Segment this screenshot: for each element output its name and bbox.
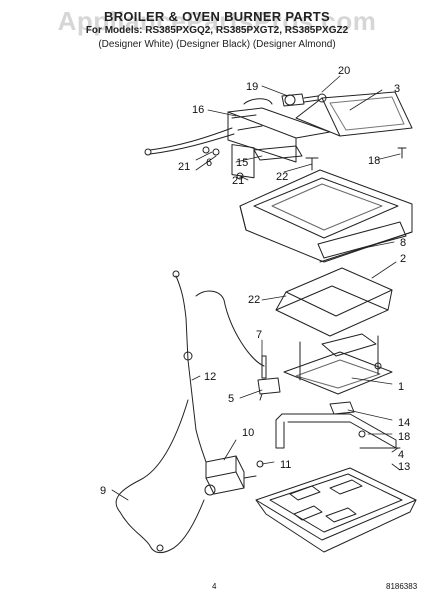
callout-12: 12: [204, 371, 216, 383]
callout-6: 6: [206, 157, 212, 169]
callout-20: 20: [338, 65, 350, 77]
callout-13: 13: [398, 461, 410, 473]
page-number: 4: [212, 582, 217, 591]
color-variants: (Designer White) (Designer Black) (Desig…: [98, 39, 336, 50]
callout-11: 11: [280, 459, 291, 471]
part-gas-valve: [204, 455, 264, 496]
part-oven-bottom: [239, 169, 413, 263]
callout-18b: 18: [398, 431, 410, 443]
callout-18a: 18: [368, 155, 380, 167]
callout-7: 7: [256, 329, 262, 341]
callout-21a: 21: [178, 161, 190, 173]
callout-16: 16: [192, 104, 204, 116]
callout-21b: 21: [232, 175, 244, 187]
watermark: AppliancePartsPros.com: [57, 6, 377, 36]
callout-9: 9: [100, 485, 106, 497]
part-burner-tray: [255, 467, 417, 553]
callout-15: 15: [236, 157, 248, 169]
part-oven-burner: [283, 333, 393, 395]
leader-lines: [111, 75, 401, 501]
part-broiler-burner: [227, 98, 331, 179]
callout-10: 10: [242, 427, 254, 439]
part-long-tubing: [115, 399, 205, 554]
callout-5: 5: [228, 393, 234, 405]
callout-14: 14: [398, 417, 410, 429]
callout-1: 1: [398, 381, 404, 393]
part-code: 8186383: [386, 582, 418, 591]
callout-4: 4: [398, 449, 404, 461]
callout-22a: 22: [276, 171, 288, 183]
callout-numbers: 3 20 19 16 21 6 15 21 22 18 8 2 22 7 12 …: [100, 65, 410, 497]
part-baffle: [275, 267, 393, 337]
part-burner-tube: [275, 401, 401, 449]
part-gas-tubing: [172, 270, 207, 463]
callout-22b: 22: [248, 294, 260, 306]
part-broiler-shield: [295, 91, 413, 137]
part-safety-valve: [195, 290, 281, 401]
part-orifice-fitting: [281, 93, 327, 107]
callout-3: 3: [394, 83, 400, 95]
callout-19: 19: [246, 81, 258, 93]
page-title: BROILER & OVEN BURNER PARTS: [104, 9, 330, 24]
callout-8: 8: [400, 237, 406, 249]
model-list: For Models: RS385PXGQ2, RS385PXGT2, RS38…: [85, 25, 349, 36]
callout-2: 2: [400, 253, 406, 265]
part-igniter-wires: [144, 127, 235, 156]
